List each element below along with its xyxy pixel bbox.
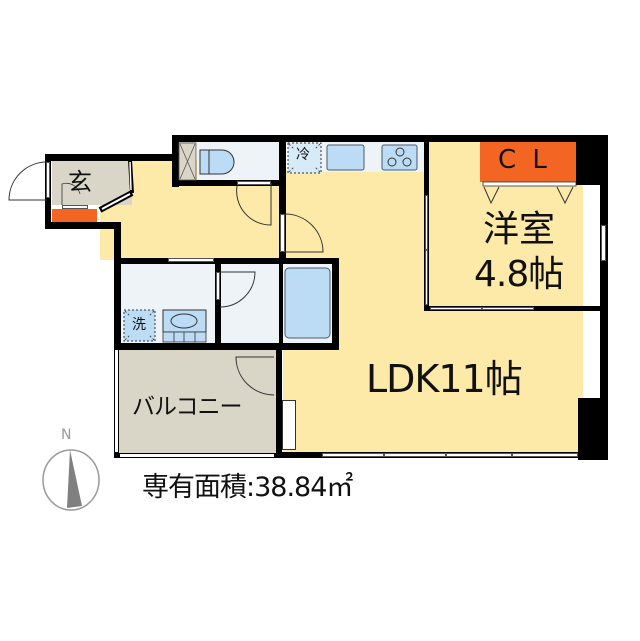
fridge-spot-icon <box>287 142 322 174</box>
closet <box>480 142 576 182</box>
fridge-label: 冷 <box>296 147 310 163</box>
entrance-label: 玄 <box>68 168 92 196</box>
sliding-door-western-1 <box>425 195 428 250</box>
shoe-cabinet <box>52 209 97 223</box>
window-ldk-bottom-4 <box>512 453 578 457</box>
wash-basin-icon <box>162 309 207 343</box>
balcony-rail-inner <box>120 454 274 457</box>
washer-label: 洗 <box>132 317 146 333</box>
shoebox-top <box>62 205 88 209</box>
pipe-shaft-x-icon <box>178 142 197 181</box>
hall-door-frame <box>280 214 285 252</box>
western-room-label: 洋室 <box>483 209 556 250</box>
sliding-door-western-2 <box>425 250 428 305</box>
balcony-floor <box>118 350 276 458</box>
ldk-balcony-window <box>282 400 296 450</box>
wall-toilet-bottom <box>172 180 285 186</box>
wall-hall-left <box>114 222 121 350</box>
sliding-door-western-bottom-1 <box>430 307 482 310</box>
closet-door-icon <box>482 181 577 205</box>
wall-right <box>600 135 608 460</box>
washer-spot-icon <box>123 309 156 342</box>
balcony-label: バルコニー <box>132 394 243 420</box>
kitchen-sink-icon <box>326 144 365 171</box>
wall-ps-left <box>172 135 179 187</box>
wall-toilet-right <box>279 135 286 260</box>
entry-door-icon <box>8 161 48 201</box>
compass-icon <box>42 449 100 511</box>
wall-top <box>172 135 584 142</box>
entry-door-frame <box>46 162 50 198</box>
stove-icon <box>381 144 418 171</box>
balcony-rail-side <box>115 350 118 452</box>
genkan-diagonal-wall-icon <box>98 159 134 213</box>
closet-label: C L <box>498 145 551 175</box>
western-room-size: 4.8帖 <box>474 254 564 295</box>
compass-north-label: N <box>61 427 72 443</box>
wall-entry-top <box>45 154 179 161</box>
wall-wet-bottom <box>114 343 339 350</box>
wall-wet-top <box>114 258 339 264</box>
window-ldk-bottom-3 <box>446 453 512 457</box>
wall-genkan-bottom <box>45 222 120 229</box>
window-ldk-bottom-2 <box>384 453 446 457</box>
bathtub-icon <box>284 267 331 339</box>
wall-wash-bath <box>215 258 221 350</box>
wall-bath-right <box>332 258 339 350</box>
bath-ante-floor <box>220 263 282 343</box>
window-ldk-bottom-1 <box>322 453 384 457</box>
floor-area-label: 専有面積:38.84㎡ <box>142 472 353 503</box>
window-western-right-frame <box>601 225 606 261</box>
sliding-door-western-bottom-2 <box>482 307 534 310</box>
ldk-label: LDK11帖 <box>366 357 523 401</box>
washroom-sliding-door <box>168 258 214 262</box>
wall-balcony-ldk <box>276 343 282 458</box>
toilet-icon <box>199 149 235 175</box>
wall-ante-tub <box>279 258 283 350</box>
wall-column-bottom-right <box>578 398 608 460</box>
bath-door-frame <box>216 272 220 300</box>
